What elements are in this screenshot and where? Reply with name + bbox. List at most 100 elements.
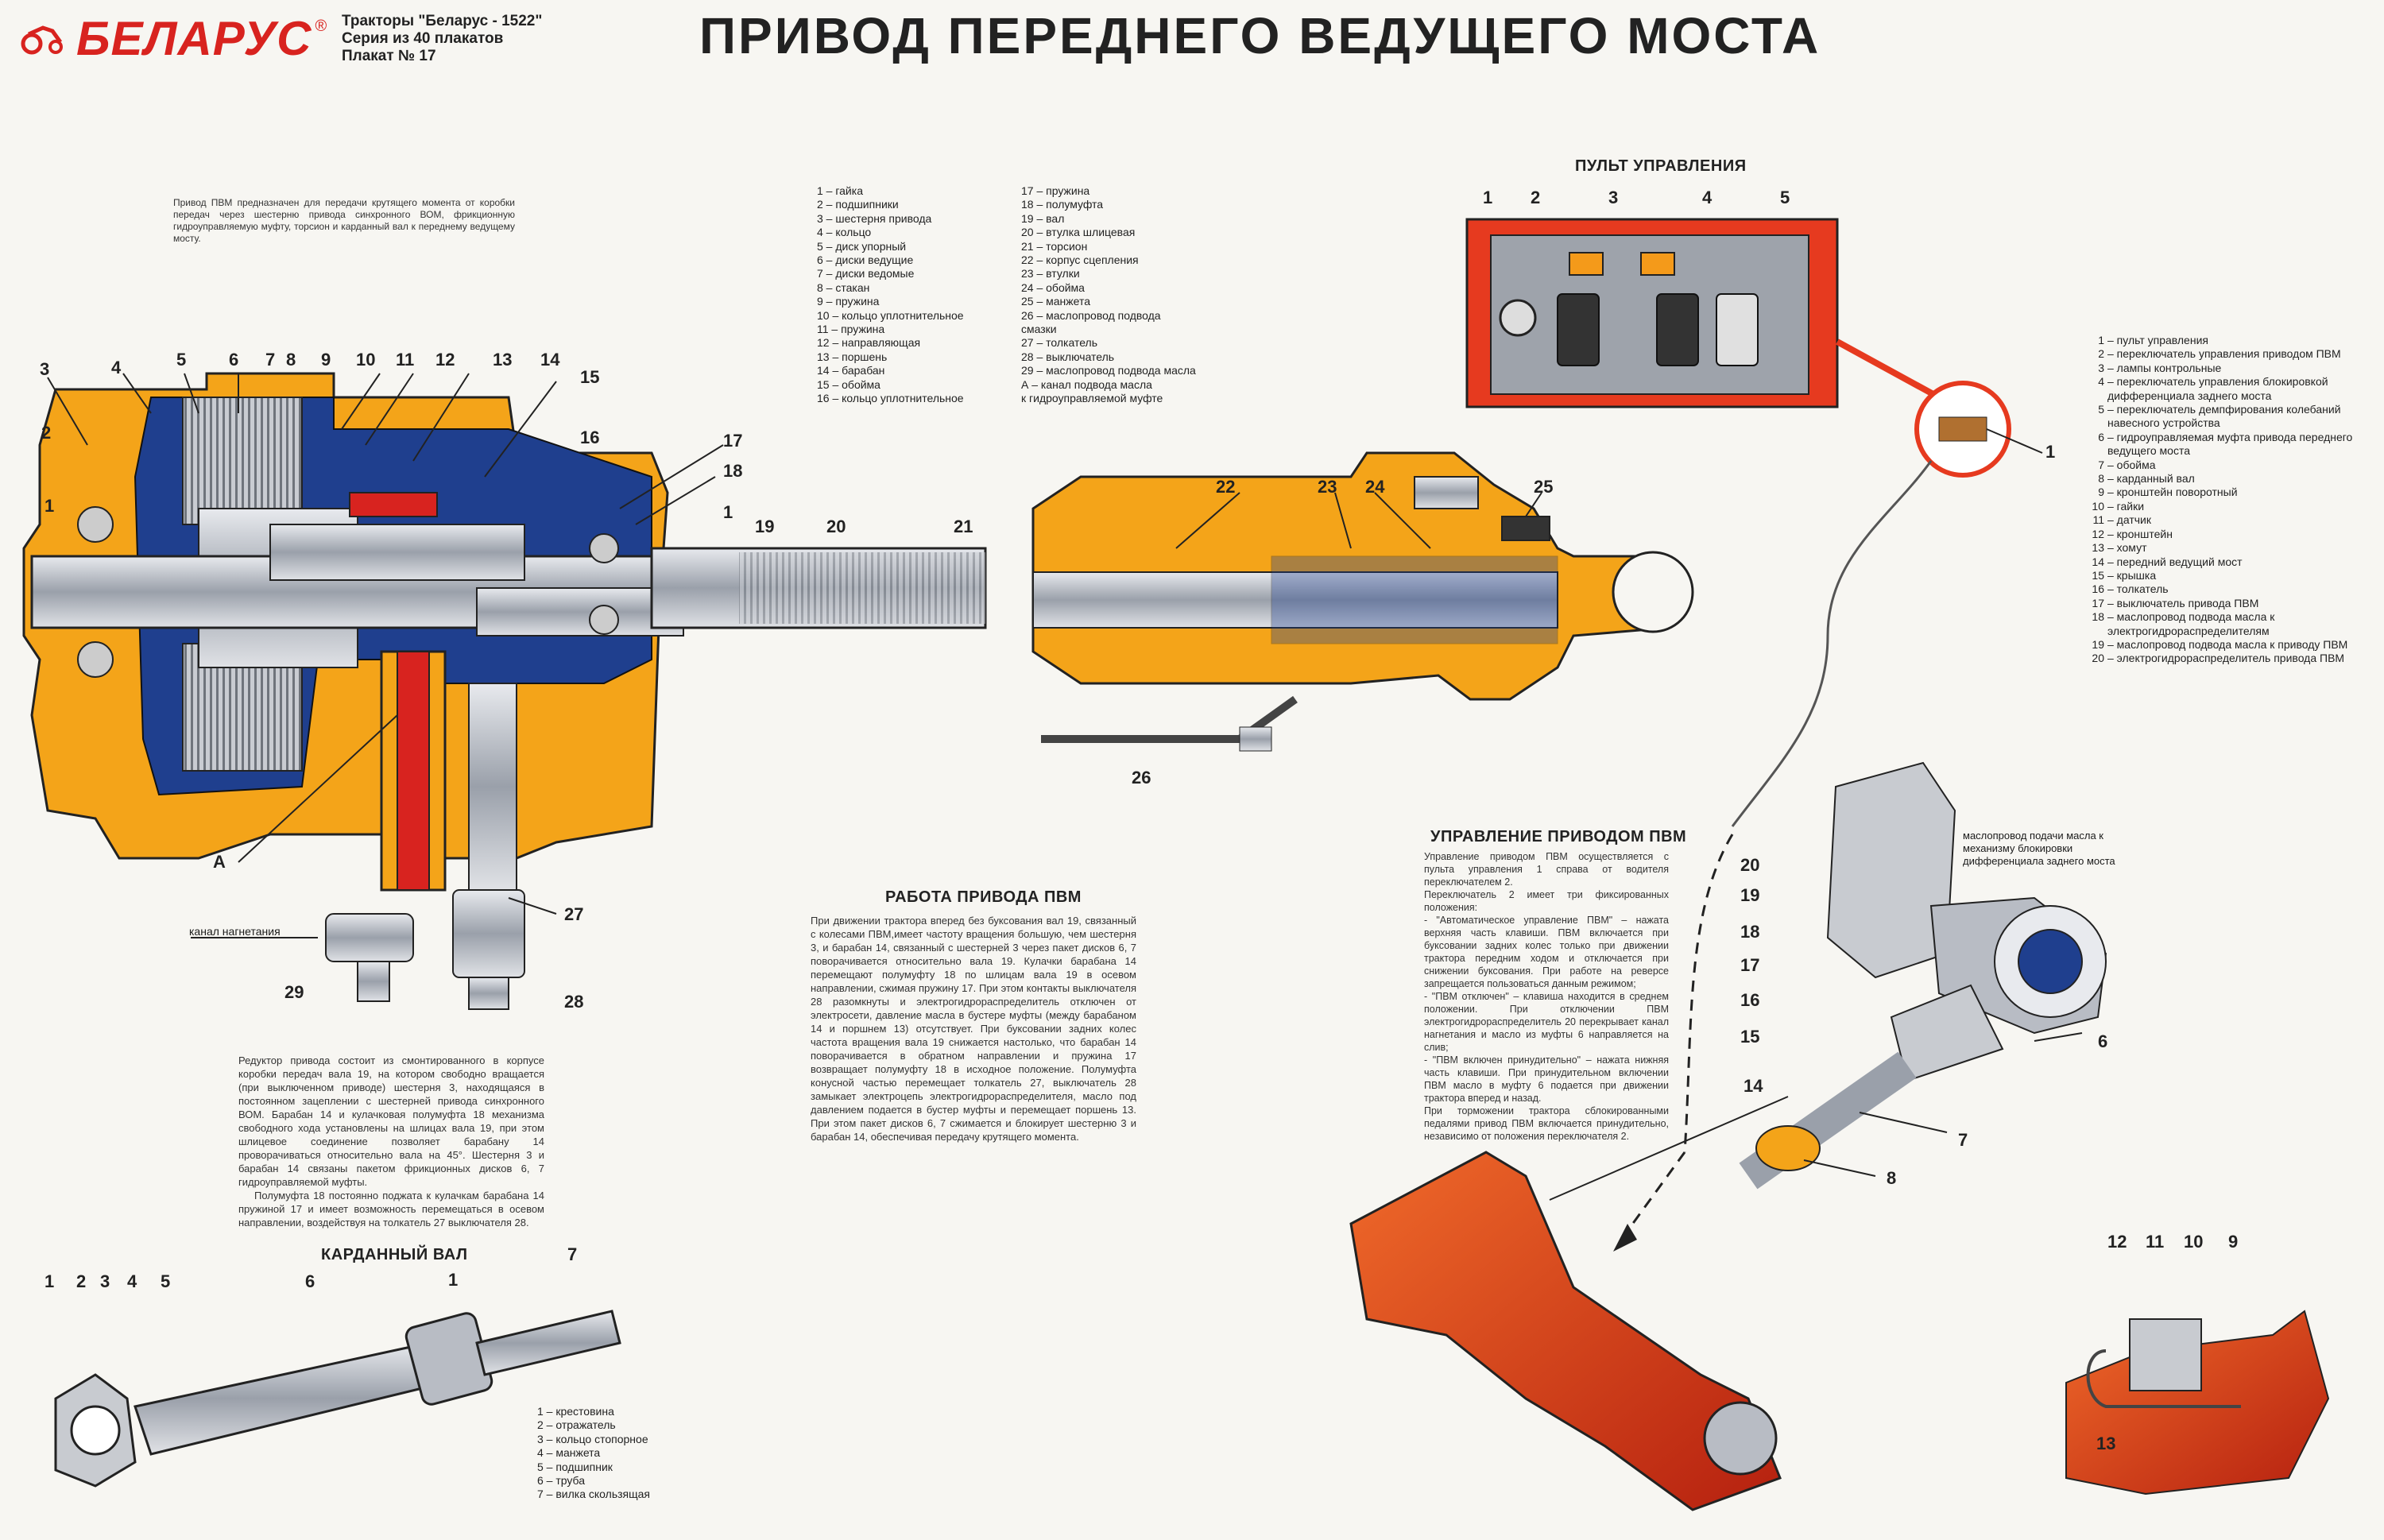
main-callout: 9 bbox=[321, 350, 331, 370]
assembly-callout: 20 bbox=[1740, 855, 1760, 875]
legend-item: 23 – втулки bbox=[1021, 267, 1080, 281]
brand-name: БЕЛАРУС bbox=[76, 12, 312, 65]
legend-item: 26 – маслопровод подвода bbox=[1021, 308, 1161, 322]
poster-title: ПРИВОД ПЕРЕДНЕГО ВЕДУЩЕГО МОСТА bbox=[699, 7, 1821, 64]
legend-item: 27 – толкатель bbox=[1021, 336, 1097, 350]
control-para: Переключатель 2 имеет три фиксированных … bbox=[1424, 889, 1669, 913]
cardan-legend-item: 4 – манжета bbox=[537, 1446, 601, 1460]
shaft-callout: 24 bbox=[1365, 477, 1385, 497]
series-info: Тракторы "Беларус - 1522" Серия из 40 пл… bbox=[342, 13, 542, 65]
legend-item: 10 – кольцо уплотнительное bbox=[817, 308, 964, 322]
cardan-title: КАРДАННЫЙ ВАЛ bbox=[321, 1246, 468, 1263]
legend-item: 6 – диски ведущие bbox=[817, 253, 914, 267]
legend-item: 24 – обойма bbox=[1021, 281, 1085, 294]
main-callout: 18 bbox=[723, 461, 743, 481]
legend-item: 25 – манжета bbox=[1021, 295, 1091, 308]
main-callout: 1 bbox=[45, 496, 55, 516]
assembly-callout: 15 bbox=[1740, 1027, 1760, 1047]
legend-item: смазки bbox=[1021, 323, 1057, 336]
legend-item: 29 – маслопровод подвода масла bbox=[1021, 364, 1196, 377]
assembly-callout: 6 bbox=[2098, 1031, 2108, 1051]
pressure-channel-label: канал нагнетания bbox=[189, 925, 281, 938]
reducer-para: Полумуфта 18 постоянно поджата к кулачка… bbox=[238, 1190, 544, 1229]
legend-item: А – канал подвода масла bbox=[1021, 377, 1152, 391]
panel-title: ПУЛЬТ УПРАВЛЕНИЯ bbox=[1575, 157, 1747, 175]
legend-item: 5 – диск упорный bbox=[817, 239, 907, 253]
cardan-legend-item: 7 – вилка скользящая bbox=[537, 1488, 650, 1501]
panel-legend-item: 17– выключатель привода ПВМ bbox=[2092, 596, 2259, 609]
bracket-callout: 9 bbox=[2228, 1232, 2239, 1252]
shaft-callout: 23 bbox=[1318, 477, 1337, 497]
bottom-callout: 27 bbox=[564, 904, 584, 924]
panel-legend-item: 4– переключатель управления блокировкой … bbox=[2098, 375, 2328, 402]
main-callout: 8 bbox=[286, 350, 296, 370]
control-text: Управление приводом ПВМ осуществляется с… bbox=[1424, 850, 1669, 1143]
main-callout: 10 bbox=[356, 350, 376, 370]
legend-item: 3 – шестерня привода bbox=[817, 211, 932, 225]
main-callout: 6 bbox=[229, 350, 239, 370]
registered-mark: ® bbox=[315, 17, 327, 35]
panel-legend-item: 10– гайки bbox=[2092, 499, 2145, 513]
cardan-callout: 1 bbox=[45, 1271, 55, 1291]
main-callout: 16 bbox=[580, 428, 600, 447]
control-para: - "Автоматическое управление ПВМ" – нажа… bbox=[1424, 915, 1669, 989]
main-callout: 12 bbox=[435, 350, 455, 370]
panel-legend-item: 18– маслопровод подвода масла к электрог… bbox=[2092, 610, 2275, 637]
cardan-legend-item: 1 – крестовина bbox=[537, 1405, 614, 1418]
reducer-para: Редуктор привода состоит из смонтированн… bbox=[238, 1054, 544, 1188]
main-callout: 5 bbox=[176, 350, 187, 370]
assembly-callout: 18 bbox=[1740, 922, 1760, 942]
legend-item: 28 – выключатель bbox=[1021, 350, 1115, 363]
main-callout: 14 bbox=[540, 350, 560, 370]
work-text: При движении трактора вперед без буксова… bbox=[811, 915, 1136, 1143]
panel-legend-item: 20– электрогидрораспределитель привода П… bbox=[2092, 652, 2345, 665]
legend-item: 21 – торсион bbox=[1021, 239, 1088, 253]
cardan-callout: 5 bbox=[161, 1271, 171, 1291]
panel-callout: 5 bbox=[1780, 188, 1790, 207]
panel-legend-item: 2– переключатель управления приводом ПВМ bbox=[2098, 347, 2341, 361]
control-title: УПРАВЛЕНИЕ ПРИВОДОМ ПВМ bbox=[1430, 828, 1687, 845]
legend-item: 7 – диски ведомые bbox=[817, 267, 915, 281]
series-line: Плакат № 17 bbox=[342, 48, 436, 64]
panel-legend-item: 1– пульт управления bbox=[2098, 334, 2208, 346]
cardan-callout: 1 bbox=[448, 1270, 459, 1290]
assembly-callout: 19 bbox=[1740, 885, 1760, 905]
panel-legend-item: 13– хомут bbox=[2092, 541, 2147, 555]
cardan-shaft-illustration bbox=[54, 1310, 621, 1488]
legend-item: 2 – подшипники bbox=[817, 198, 899, 211]
panel-legend-item: 19– маслопровод подвода масла к приводу … bbox=[2092, 637, 2348, 651]
drive-assembly-illustration bbox=[1349, 761, 2330, 1511]
assembly-callout: 8 bbox=[1887, 1168, 1897, 1188]
panel-callout: 1 bbox=[1483, 188, 1493, 207]
assembly-callout: 7 bbox=[1958, 1130, 1968, 1150]
panel-pointer-callout: 1 bbox=[2045, 442, 2056, 462]
series-line: Серия из 40 плакатов bbox=[342, 30, 504, 47]
panel-callout: 4 bbox=[1702, 188, 1713, 207]
cardan-legend-item: 2 – отражатель bbox=[537, 1418, 616, 1432]
work-title: РАБОТА ПРИВОДА ПВМ bbox=[885, 888, 1082, 906]
legend-item: к гидроуправляемой муфте bbox=[1021, 392, 1163, 405]
main-callout: 15 bbox=[580, 367, 600, 387]
legend-item: 1 – гайка bbox=[817, 184, 863, 197]
bracket-callout: 12 bbox=[2107, 1232, 2127, 1252]
shaft-callout: 25 bbox=[1534, 477, 1554, 497]
bracket-callout: 11 bbox=[2146, 1232, 2165, 1252]
main-callout: 17 bbox=[723, 431, 743, 451]
panel-callout: 3 bbox=[1608, 188, 1619, 207]
legend-item: 18 – полумуфта bbox=[1021, 198, 1104, 211]
oil-line-note: маслопровод подачи масла к механизму бло… bbox=[1963, 830, 2115, 867]
assembly-callout: 16 bbox=[1740, 990, 1760, 1010]
panel-callout: 2 bbox=[1531, 188, 1541, 207]
cardan-callout: 4 bbox=[127, 1271, 137, 1291]
shaft-assembly bbox=[650, 451, 1694, 752]
panel-legend-item: 8– карданный вал bbox=[2098, 472, 2195, 486]
main-callout: 3 bbox=[40, 359, 50, 379]
bottom-callout: A bbox=[213, 852, 226, 872]
bracket-callout: 13 bbox=[2096, 1434, 2116, 1453]
legend-item: 11 – пружина bbox=[817, 323, 885, 336]
main-callout: 13 bbox=[493, 350, 513, 370]
legend-item: 8 – стакан bbox=[817, 281, 870, 294]
